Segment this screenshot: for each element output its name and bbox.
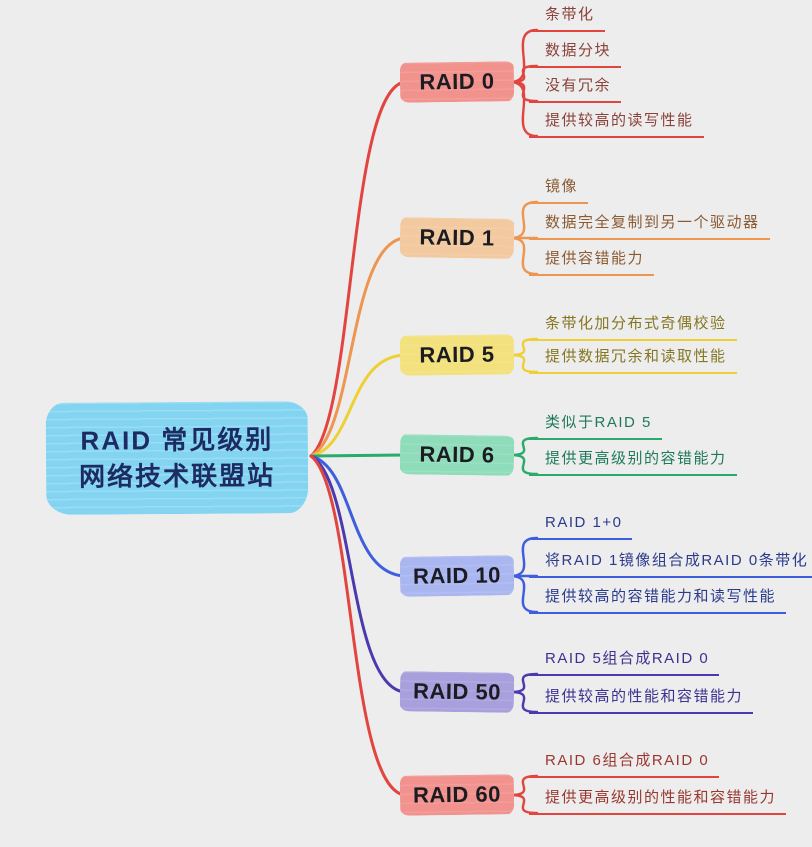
- leaf-label-raid-1-1[interactable]: 数据完全复制到另一个驱动器: [529, 212, 770, 240]
- branch-curve-raid-60: [309, 454, 406, 797]
- leaf-curve-raid-5-1: [508, 353, 539, 374]
- leaf-label-raid-50-0[interactable]: RAID 5组合成RAID 0: [529, 648, 720, 676]
- leaf-label-raid-0-3[interactable]: 提供较高的读写性能: [529, 110, 704, 138]
- leaf-label-raid-1-2[interactable]: 提供容错能力: [529, 248, 655, 276]
- branch-node-raid-1[interactable]: RAID 1: [399, 217, 515, 259]
- branch-curve-raid-10: [309, 454, 406, 578]
- leaf-curve-raid-0-3: [508, 80, 539, 138]
- leaf-label-raid-0-2[interactable]: 没有冗余: [529, 75, 622, 103]
- branch-curve-raid-5: [309, 353, 406, 458]
- leaf-curve-raid-60-1: [508, 793, 539, 815]
- branch-curve-raid-50: [309, 454, 406, 694]
- root-title-line1: RAID 常见级别: [80, 424, 274, 456]
- branch-node-raid-6[interactable]: RAID 6: [399, 434, 515, 476]
- leaf-label-raid-60-1[interactable]: 提供更高级别的性能和容错能力: [529, 787, 787, 815]
- root-node[interactable]: RAID 常见级别 网络技术联盟站: [45, 401, 309, 515]
- leaf-label-raid-5-1[interactable]: 提供数据冗余和读取性能: [529, 346, 737, 374]
- leaf-label-raid-0-1[interactable]: 数据分块: [529, 40, 622, 68]
- leaf-curve-raid-50-1: [508, 690, 539, 714]
- branch-node-raid-50[interactable]: RAID 50: [399, 671, 515, 713]
- leaf-label-raid-10-0[interactable]: RAID 1+0: [529, 512, 633, 540]
- branch-curve-raid-0: [309, 80, 406, 458]
- leaf-label-raid-10-1[interactable]: 将RAID 1镜像组合成RAID 0条带化: [529, 550, 812, 578]
- leaf-curve-raid-6-1: [508, 453, 539, 476]
- root-title-line2: 网络技术联盟站: [79, 460, 276, 492]
- leaf-curve-raid-10-2: [508, 574, 539, 614]
- leaf-label-raid-0-0[interactable]: 条带化: [529, 4, 605, 32]
- leaf-label-raid-6-1[interactable]: 提供更高级别的容错能力: [529, 448, 737, 476]
- leaf-label-raid-50-1[interactable]: 提供较高的性能和容错能力: [529, 686, 754, 714]
- leaf-label-raid-6-0[interactable]: 类似于RAID 5: [529, 412, 662, 440]
- branch-curve-raid-1: [309, 236, 406, 458]
- branch-node-raid-0[interactable]: RAID 0: [399, 61, 515, 103]
- leaf-label-raid-60-0[interactable]: RAID 6组合成RAID 0: [529, 750, 720, 778]
- leaf-curve-raid-1-2: [508, 236, 539, 276]
- branch-curve-raid-6: [309, 453, 408, 458]
- leaf-label-raid-10-2[interactable]: 提供较高的容错能力和读写性能: [529, 586, 787, 614]
- branch-node-raid-10[interactable]: RAID 10: [399, 555, 515, 597]
- leaf-label-raid-5-0[interactable]: 条带化加分布式奇偶校验: [529, 313, 737, 341]
- leaf-curve-raid-0-0: [508, 28, 539, 84]
- leaf-label-raid-1-0[interactable]: 镜像: [529, 176, 589, 204]
- branch-node-raid-5[interactable]: RAID 5: [399, 334, 515, 376]
- branch-node-raid-60[interactable]: RAID 60: [399, 774, 515, 816]
